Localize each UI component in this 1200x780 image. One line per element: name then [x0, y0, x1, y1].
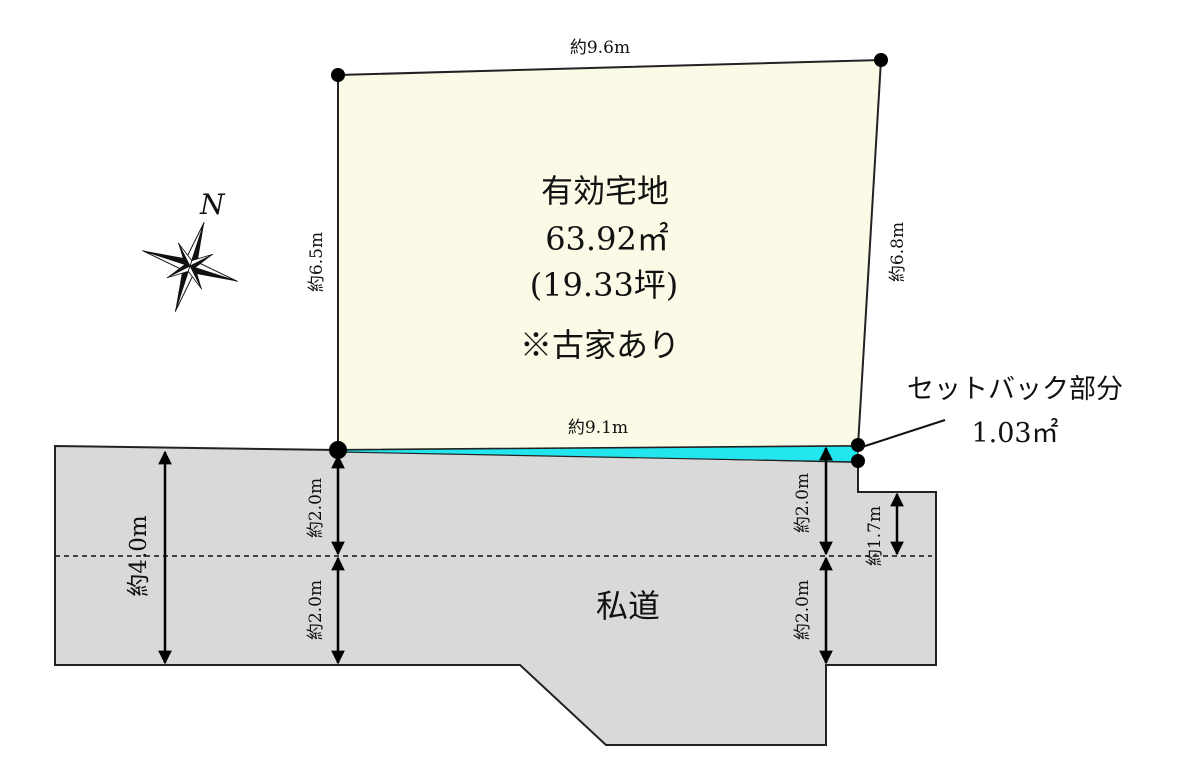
lot-area-value: 63.92㎡ — [545, 220, 669, 258]
boundary-point — [329, 441, 347, 459]
setback-area-value: 1.03㎡ — [971, 418, 1058, 449]
dim-right-lower: 約2.0m — [793, 580, 813, 640]
dim-left-lower: 約2.0m — [306, 580, 326, 640]
boundary-point — [851, 454, 865, 468]
boundary-point — [331, 68, 345, 82]
dim-bottom: 約9.1m — [568, 418, 628, 438]
dim-corner: 約1.7m — [865, 506, 885, 566]
dim-right: 約6.8m — [888, 222, 908, 282]
compass-north-label: N — [199, 188, 226, 221]
dimension-arrows — [158, 446, 904, 665]
boundary-point — [874, 53, 888, 67]
setback-label: セットバック部分 — [907, 374, 1123, 405]
dim-right-upper: 約2.0m — [793, 473, 813, 533]
setback-leader-line — [861, 419, 946, 448]
dim-top: 約9.6m — [570, 38, 630, 58]
lot-area-tsubo: (19.33坪) — [530, 266, 679, 304]
dim-road-width: 約4.0m — [126, 515, 152, 597]
dim-left-upper: 約2.0m — [306, 478, 326, 538]
boundary-point — [851, 438, 865, 452]
boundary-points — [329, 53, 888, 468]
lot-note: ※古家あり — [520, 326, 680, 364]
dim-left: 約6.5m — [307, 232, 327, 292]
road-label: 私道 — [596, 587, 660, 625]
compass-rose-icon — [142, 222, 238, 312]
lot-title: 有効宅地 — [541, 172, 669, 210]
